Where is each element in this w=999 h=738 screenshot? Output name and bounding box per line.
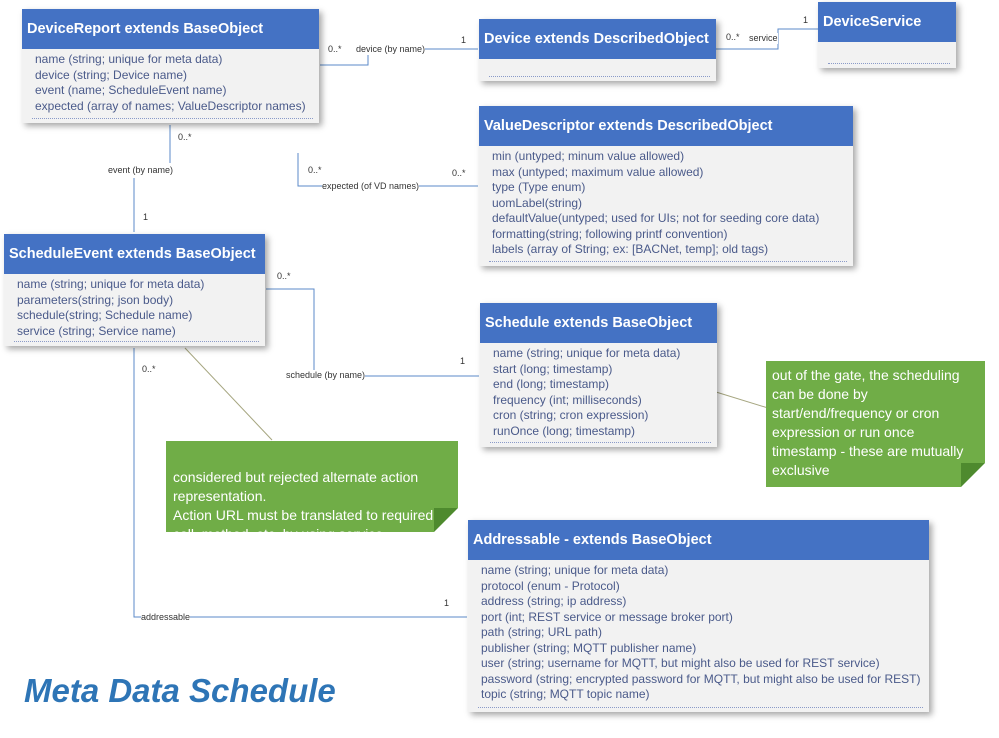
class-field: name (string; unique for meta data) bbox=[35, 52, 223, 66]
action-note: considered but rejected alternate action… bbox=[166, 441, 458, 542]
connector-label-service: service bbox=[749, 33, 778, 44]
device-service-class: DeviceService bbox=[818, 2, 956, 68]
multiplicity-se-addressable: 0..* bbox=[142, 364, 156, 374]
multiplicity-event-dr: 1 bbox=[143, 212, 149, 222]
class-field: end (long; timestamp) bbox=[493, 377, 610, 391]
device-class: Device extends DescribedObject bbox=[479, 19, 716, 81]
field-list: name (string; unique for meta data)param… bbox=[4, 274, 265, 339]
diagram-title: Meta Data Schedule bbox=[24, 672, 336, 709]
class-field: name (string; unique for meta data) bbox=[17, 277, 205, 291]
class-field: event (name; ScheduleEvent name) bbox=[35, 83, 227, 97]
connector-label-device: device (by name) bbox=[356, 44, 426, 55]
multiplicity-dr-expected: 0..* bbox=[308, 165, 322, 175]
field-list: min (untyped; minum value allowed)max (u… bbox=[479, 146, 853, 258]
class-field: publisher (string; MQTT publisher name) bbox=[481, 640, 697, 655]
connector-label-schedule: schedule (by name) bbox=[286, 370, 366, 381]
connector-label-expected: expected (of VD names) bbox=[322, 181, 420, 192]
note-fold bbox=[961, 463, 985, 487]
divider bbox=[478, 707, 923, 708]
field-list: name (string; unique for meta data)devic… bbox=[22, 49, 319, 114]
class-field: uomLabel(string) bbox=[492, 195, 583, 210]
class-field: start (long; timestamp) bbox=[493, 361, 613, 376]
multiplicity-dr-device: 0..* bbox=[328, 44, 342, 54]
multiplicity-se-schedule: 0..* bbox=[277, 271, 291, 281]
class-field: runOnce (long; timestamp) bbox=[493, 423, 636, 438]
class-header: ValueDescriptor extends DescribedObject bbox=[479, 106, 853, 146]
scheduling-note: out of the gate, the scheduling can be d… bbox=[766, 361, 985, 487]
class-header: ScheduleEvent extends BaseObject bbox=[4, 234, 265, 274]
divider bbox=[32, 118, 313, 119]
class-field: path (string; URL path) bbox=[481, 625, 602, 639]
class-header: Device extends DescribedObject bbox=[479, 19, 716, 59]
class-header: Addressable - extends BaseObject bbox=[468, 520, 929, 560]
multiplicity-schedule-se: 1 bbox=[460, 356, 466, 366]
class-header: DeviceService bbox=[818, 2, 956, 42]
class-field: name (string; unique for meta data) bbox=[493, 346, 681, 360]
field-list bbox=[818, 42, 956, 45]
class-field: user (string; username for MQTT, but mig… bbox=[481, 656, 880, 670]
class-field: defaultValue(untyped; used for UIs; not … bbox=[492, 211, 820, 225]
class-field: expected (array of names; ValueDescripto… bbox=[35, 98, 306, 113]
connector-label-event: event (by name) bbox=[108, 165, 174, 176]
class-field: address (string; ip address) bbox=[481, 594, 627, 608]
multiplicity-service-device: 1 bbox=[803, 15, 809, 25]
class-field: name (string; unique for meta data) bbox=[481, 563, 669, 577]
class-field: labels (array of String; ex: [BACNet, te… bbox=[492, 242, 769, 256]
class-field: max (untyped; maximum value allowed) bbox=[492, 164, 704, 179]
device-report-class: DeviceReport extends BaseObject name (st… bbox=[22, 9, 319, 123]
note-text: out of the gate, the scheduling can be d… bbox=[772, 367, 964, 478]
value-descriptor-class: ValueDescriptor extends DescribedObject … bbox=[479, 106, 853, 266]
note-fold bbox=[434, 508, 458, 532]
class-field: port (int; REST service or message broke… bbox=[481, 609, 733, 624]
class-field: formatting(string; following printf conv… bbox=[492, 226, 728, 241]
multiplicity-device-service: 0..* bbox=[726, 32, 740, 42]
field-list: name (string; unique for meta data)proto… bbox=[468, 560, 929, 703]
divider bbox=[490, 442, 711, 443]
class-field: frequency (int; milliseconds) bbox=[493, 392, 642, 407]
divider bbox=[14, 341, 259, 342]
multiplicity-device-dr: 1 bbox=[461, 35, 467, 45]
schedule-class: Schedule extends BaseObject name (string… bbox=[480, 303, 717, 447]
class-field: schedule(string; Schedule name) bbox=[17, 308, 193, 322]
class-field: password (string; encrypted password for… bbox=[481, 671, 921, 686]
multiplicity-vd-expected: 0..* bbox=[452, 168, 466, 178]
class-field: cron (string; cron expression) bbox=[493, 408, 649, 422]
note-text: considered but rejected alternate action… bbox=[173, 469, 434, 542]
class-field: parameters(string; json body) bbox=[17, 292, 174, 307]
class-field: type (Type enum) bbox=[492, 180, 586, 194]
multiplicity-addressable-se: 1 bbox=[444, 598, 450, 608]
multiplicity-dr-event: 0..* bbox=[178, 132, 192, 142]
field-list bbox=[479, 59, 716, 62]
class-header: Schedule extends BaseObject bbox=[480, 303, 717, 343]
class-field: topic (string; MQTT topic name) bbox=[481, 687, 650, 701]
schedule-event-class: ScheduleEvent extends BaseObject name (s… bbox=[4, 234, 265, 346]
divider bbox=[828, 63, 950, 64]
class-field: service (string; Service name) bbox=[17, 323, 176, 338]
field-list: name (string; unique for meta data)start… bbox=[480, 343, 717, 439]
connector-label-addressable: addressable bbox=[141, 612, 191, 623]
divider bbox=[489, 76, 710, 77]
class-field: min (untyped; minum value allowed) bbox=[492, 149, 685, 163]
class-field: device (string; Device name) bbox=[35, 67, 188, 82]
addressable-class: Addressable - extends BaseObject name (s… bbox=[468, 520, 929, 712]
divider bbox=[489, 261, 847, 262]
class-header: DeviceReport extends BaseObject bbox=[22, 9, 319, 49]
class-field: protocol (enum - Protocol) bbox=[481, 578, 620, 593]
